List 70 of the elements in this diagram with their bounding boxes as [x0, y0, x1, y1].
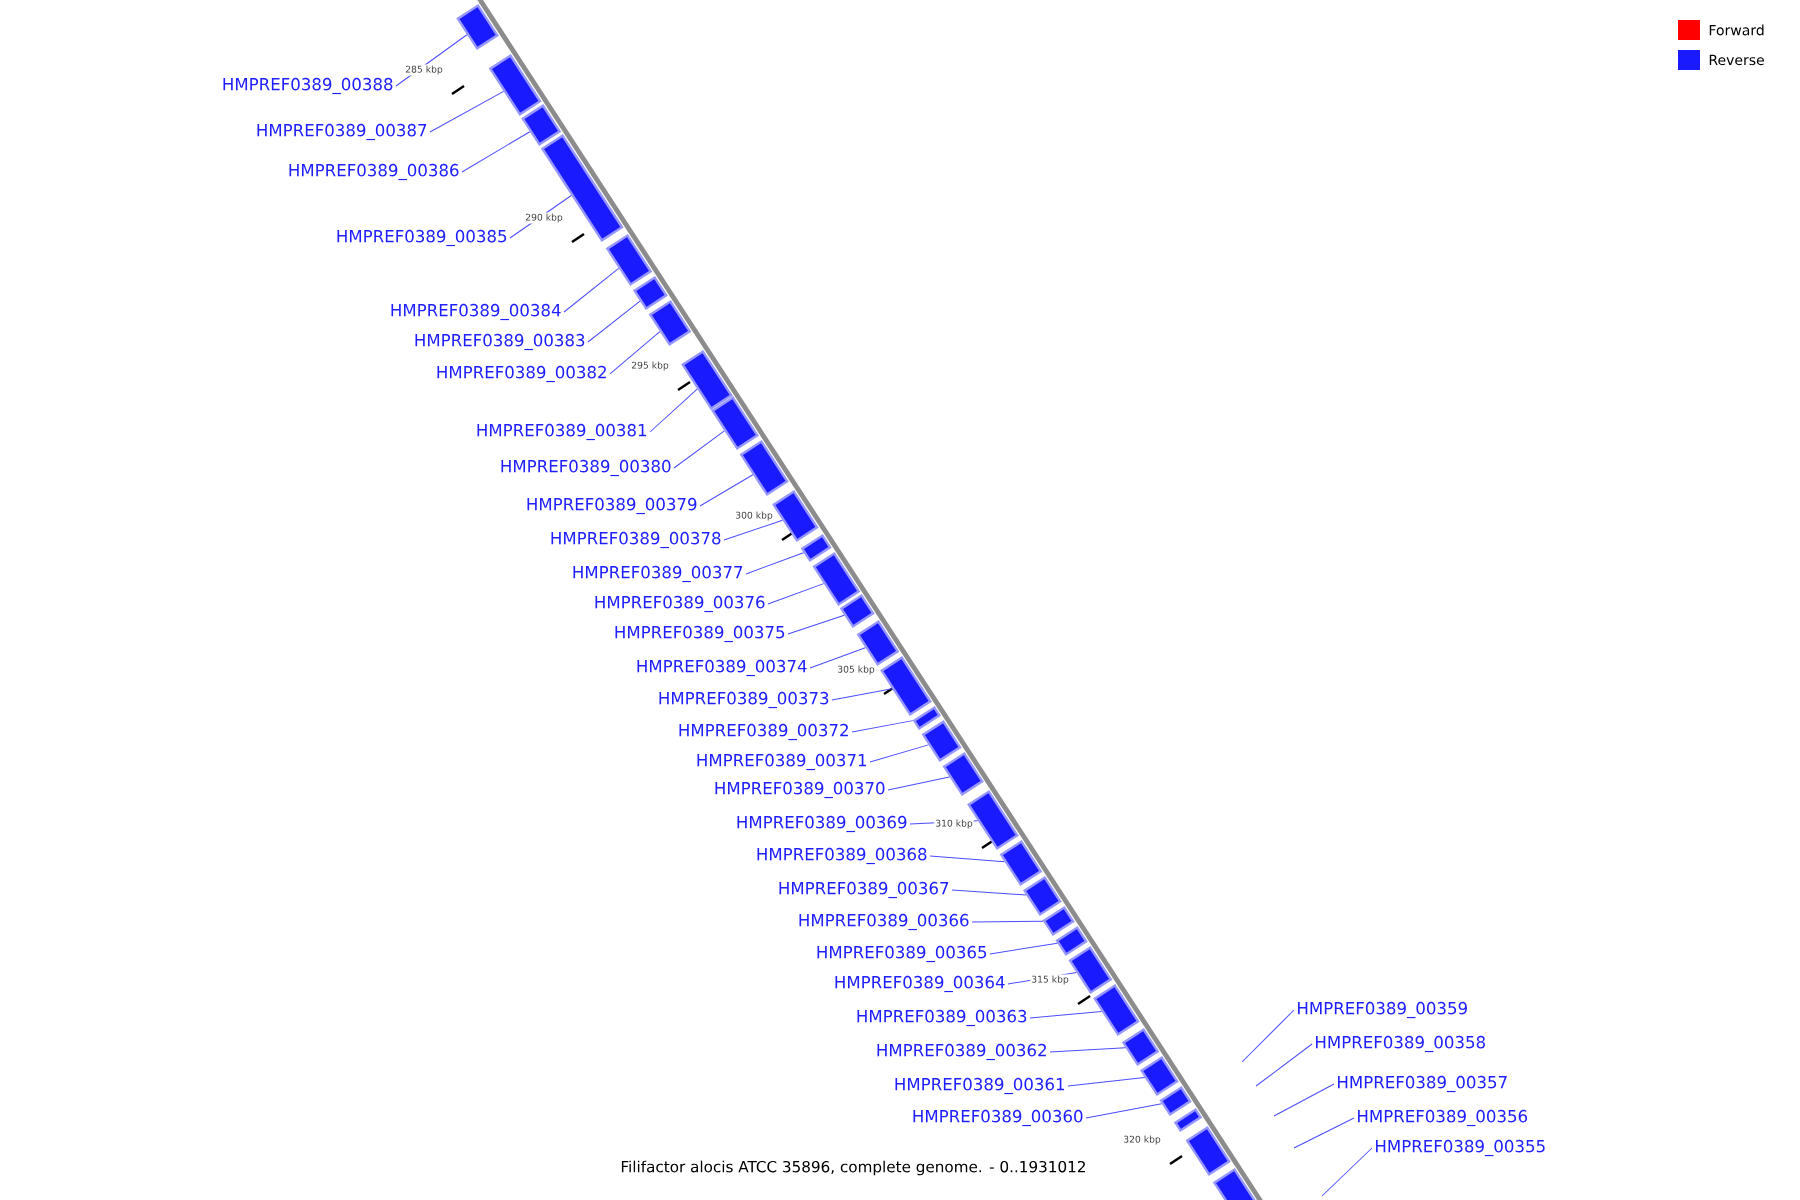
gene-label: HMPREF0389_00380 [501, 459, 671, 477]
gene-label: HMPREF0389_00376 [595, 595, 765, 613]
gene-label: HMPREF0389_00381 [477, 423, 647, 441]
leader-line [1293, 1117, 1355, 1149]
leader-line [809, 647, 866, 669]
leader-line [723, 519, 783, 541]
leader-line [1067, 1077, 1146, 1087]
leader-line [609, 331, 661, 375]
leader-line [1255, 1043, 1313, 1087]
gene-label: HMPREF0389_00388 [223, 77, 393, 95]
leader-line [563, 267, 620, 313]
gene-label: HMPREF0389_00377 [573, 565, 743, 583]
leader-line [1273, 1083, 1335, 1117]
leader-line [989, 942, 1058, 955]
leader-line [951, 889, 1027, 896]
gene-label: HMPREF0389_00387 [257, 123, 427, 141]
leader-line [869, 744, 929, 763]
leader-line [395, 34, 468, 87]
gene-label: HMPREF0389_00369 [737, 815, 907, 833]
gene-label: HMPREF0389_00360 [913, 1109, 1083, 1127]
gene-label: HMPREF0389_00363 [857, 1009, 1027, 1027]
gene-label: HMPREF0389_00362 [877, 1043, 1046, 1061]
gene-label: HMPREF0389_00374 [637, 659, 807, 677]
leader-line [587, 300, 641, 343]
gene-label: HMPREF0389_00357 [1338, 1075, 1507, 1093]
gene-label: HMPREF0389_00356 [1358, 1109, 1528, 1127]
gene-label: HMPREF0389_00359 [1298, 1001, 1467, 1019]
leader-line [1241, 1009, 1295, 1063]
gene-label: HMPREF0389_00365 [817, 945, 987, 963]
gene-label: HMPREF0389_00378 [551, 531, 721, 549]
gene-label: HMPREF0389_00368 [757, 847, 927, 865]
leader-line [1321, 1147, 1373, 1197]
leader-line [649, 388, 698, 433]
gene-block [540, 134, 624, 242]
gene-block [921, 719, 962, 762]
leader-line [929, 855, 1005, 863]
gene-label: HMPREF0389_00364 [835, 975, 1005, 993]
gene-label: HMPREF0389_00371 [697, 753, 867, 771]
gene-label: HMPREF0389_00372 [679, 723, 848, 741]
leader-line [1007, 971, 1077, 985]
gene-label: HMPREF0389_00370 [715, 781, 885, 799]
leader-line [509, 195, 572, 239]
leader-line [787, 614, 845, 635]
gene-label: HMPREF0389_00373 [659, 691, 829, 709]
leader-line [1029, 1010, 1103, 1019]
gene-label: HMPREF0389_00375 [615, 625, 785, 643]
gene-label: HMPREF0389_00358 [1316, 1035, 1485, 1053]
gene-label: HMPREF0389_00379 [527, 497, 697, 515]
leader-line [461, 131, 531, 173]
leader-line [429, 90, 505, 133]
gene-label: HMPREF0389_00383 [415, 333, 585, 351]
gene-label: HMPREF0389_00386 [289, 163, 459, 181]
leader-line [851, 720, 914, 733]
gene-label: HMPREF0389_00355 [1376, 1139, 1545, 1157]
leader-line [767, 583, 825, 605]
leader-line [673, 430, 725, 469]
leader-line [745, 552, 804, 575]
gene-block [488, 54, 542, 116]
leader-line [831, 688, 893, 701]
leader-line [971, 920, 1044, 923]
leader-line [1049, 1047, 1126, 1053]
gene-label: HMPREF0389_00367 [779, 881, 949, 899]
gene-label: HMPREF0389_00384 [391, 303, 561, 321]
leader-line [1085, 1103, 1163, 1119]
gene-label: HMPREF0389_00366 [799, 913, 969, 931]
gene-label: HMPREF0389_00361 [895, 1077, 1065, 1095]
leader-line [699, 474, 754, 507]
gene-label: HMPREF0389_00382 [437, 365, 606, 383]
leader-line [887, 776, 950, 791]
gene-label: HMPREF0389_00385 [337, 229, 507, 247]
